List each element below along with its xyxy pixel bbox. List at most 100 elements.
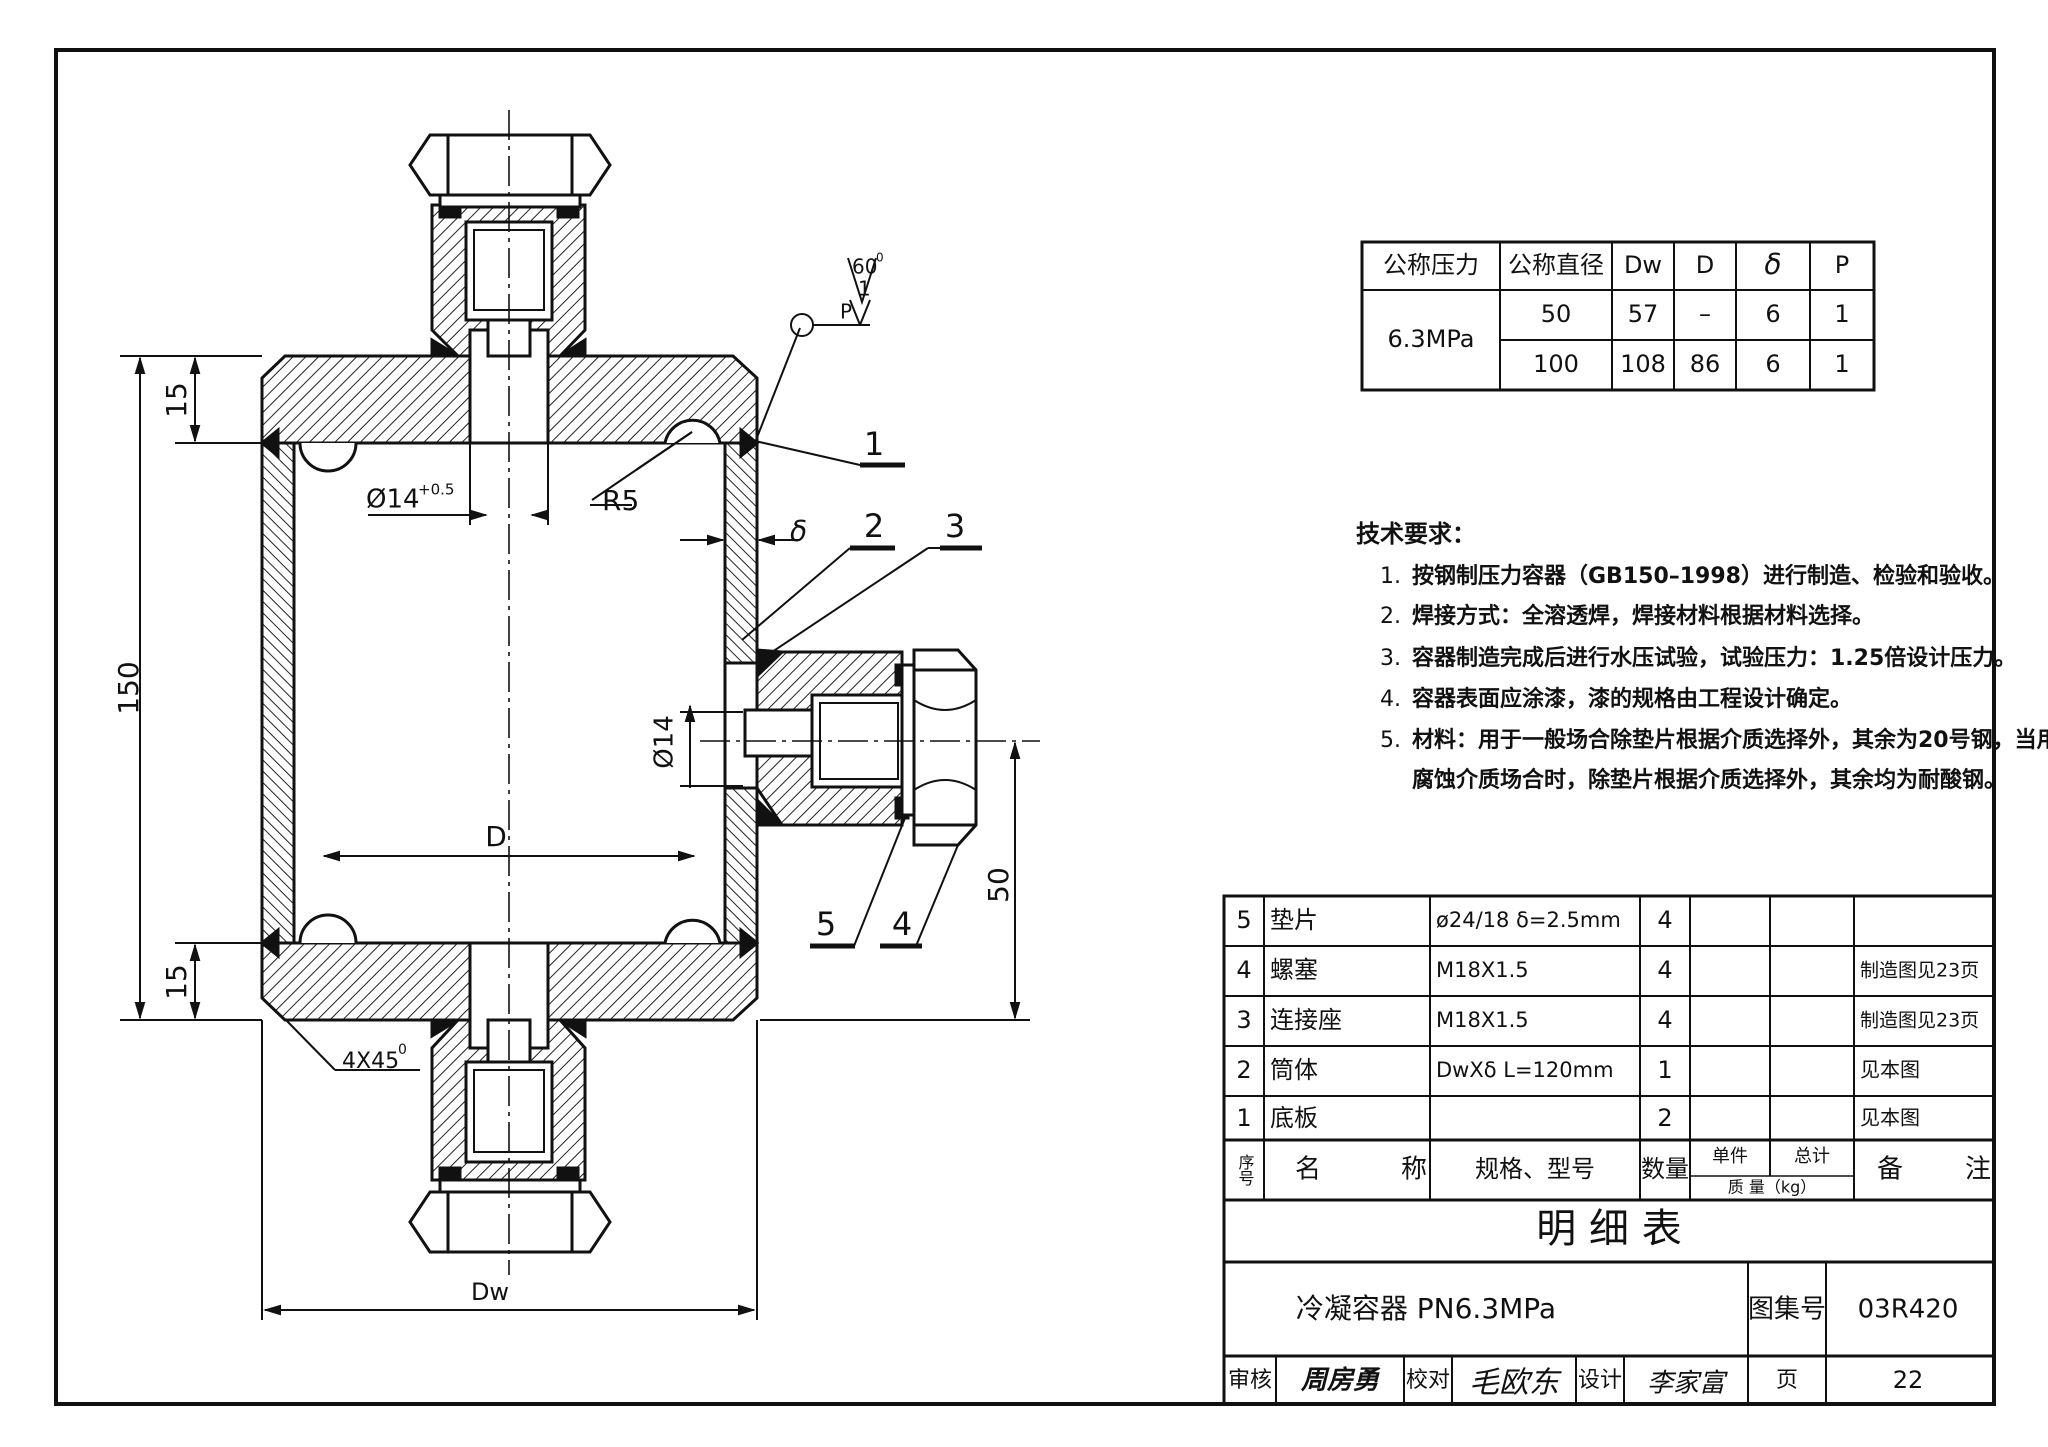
atlas-label: 图集号	[1748, 1295, 1826, 1325]
svg-text:4: 4	[1657, 906, 1672, 934]
svg-text:注: 注	[1965, 1155, 1991, 1185]
atlas-number: 03R420	[1858, 1295, 1959, 1325]
callout-2: 2	[864, 507, 884, 545]
svg-text:制造图见23页: 制造图见23页	[1860, 1010, 1979, 1032]
svg-text:DwXδ L=120mm: DwXδ L=120mm	[1436, 1058, 1614, 1082]
svg-text:57: 57	[1628, 300, 1659, 328]
svg-text:4: 4	[1657, 956, 1672, 984]
spec-row-1: 50 57 – 6 1	[1541, 300, 1850, 328]
svg-text:M18X1.5: M18X1.5	[1436, 958, 1529, 982]
bottom-plate-right	[546, 941, 759, 1022]
spec-row-2: 100 108 86 6 1	[1533, 350, 1850, 378]
svg-text:1: 1	[1236, 1104, 1251, 1132]
svg-text:100: 100	[1533, 350, 1579, 378]
svg-text:6: 6	[1765, 300, 1780, 328]
svg-text:5.: 5.	[1380, 728, 1401, 753]
svg-text:容器制造完成后进行水压试验，试验压力：1.25倍设计压力。: 容器制造完成后进行水压试验，试验压力：1.25倍设计压力。	[1412, 645, 2016, 671]
svg-text:M18X1.5: M18X1.5	[1436, 1008, 1529, 1032]
dim-bottom-thickness: 15	[160, 964, 193, 1000]
svg-text:腐蚀介质场合时，除垫片根据介质选择外，其余均为耐酸钢。: 腐蚀介质场合时，除垫片根据介质选择外，其余均为耐酸钢。	[1412, 767, 2006, 793]
spec-header-p: P	[1835, 251, 1849, 279]
page-number: 22	[1893, 1366, 1924, 1394]
dimension-lines	[120, 355, 1030, 1320]
shell-left-wall	[260, 441, 296, 945]
svg-text:名: 名	[1295, 1155, 1321, 1185]
dim-chamfer: 4X45	[342, 1049, 399, 1074]
bottom-plate	[260, 941, 472, 1022]
svg-text:2: 2	[1236, 1056, 1251, 1084]
dim-wall: δ	[790, 515, 807, 548]
spec-header-pressure: 公称压力	[1383, 251, 1479, 279]
svg-text:5: 5	[1236, 906, 1251, 934]
bottom-plug-nut	[408, 1190, 612, 1254]
svg-text:螺塞: 螺塞	[1270, 956, 1318, 984]
side-plug-nut	[912, 648, 978, 847]
svg-text:规格、型号: 规格、型号	[1475, 1155, 1595, 1183]
svg-text:底板: 底板	[1270, 1104, 1318, 1132]
svg-text:见本图: 见本图	[1860, 1058, 1920, 1082]
design-label: 设计	[1578, 1368, 1622, 1393]
dim-top-hole: Ø14	[366, 485, 420, 515]
top-plug-nut	[408, 133, 612, 197]
svg-text:焊接方式：全溶透焊，焊接材料根据材料选择。: 焊接方式：全溶透焊，焊接材料根据材料选择。	[1412, 603, 1874, 629]
svg-text:总计: 总计	[1794, 1146, 1830, 1167]
svg-text:4.: 4.	[1380, 687, 1401, 712]
design-signature: 李家富	[1647, 1369, 1728, 1399]
svg-text:1.: 1.	[1380, 564, 1401, 589]
bom-header: 序号 名 称 规格、型号 数量 单件 总计 质 量（kg） 备 注	[1236, 1146, 1992, 1197]
sheet-border	[54, 48, 1996, 1406]
top-plate-right	[546, 354, 759, 445]
svg-text:6: 6	[1765, 350, 1780, 378]
tech-title: 技术要求：	[1356, 520, 1476, 548]
svg-text:1: 1	[1834, 300, 1849, 328]
dim-side-height: 50	[982, 867, 1015, 903]
svg-text:序号: 序号	[1236, 1154, 1255, 1187]
callout-1: 1	[864, 425, 884, 463]
svg-text:材料：用于一般场合除垫片根据介质选择外，其余为20号钢，当用: 材料：用于一般场合除垫片根据介质选择外，其余为20号钢，当用于	[1412, 727, 2048, 753]
spec-header-delta: δ	[1764, 248, 1781, 281]
dim-height: 150	[112, 661, 145, 714]
dim-top-hole-tol: +0.5	[418, 481, 454, 499]
svg-text:2.: 2.	[1380, 604, 1401, 629]
drawing-title: 冷凝容器 PN6.3MPa	[1296, 1292, 1556, 1325]
svg-text:筒体: 筒体	[1270, 1056, 1318, 1084]
svg-text:4: 4	[1657, 1006, 1672, 1034]
dim-side-hole: Ø14	[650, 715, 680, 769]
spec-table	[1360, 240, 1876, 392]
svg-text:50: 50	[1541, 300, 1572, 328]
svg-text:容器表面应涂漆，漆的规格由工程设计确定。: 容器表面应涂漆，漆的规格由工程设计确定。	[1412, 686, 1852, 712]
dim-top-thickness: 15	[160, 382, 193, 418]
svg-text:1: 1	[1834, 350, 1849, 378]
weld-angle-deg: 0	[876, 251, 884, 265]
dim-chamfer-deg: 0	[398, 1042, 407, 1058]
top-plate	[260, 354, 472, 445]
dim-inner-diameter: D	[485, 820, 507, 853]
dim-radius: R5	[602, 484, 639, 517]
shell-right-wall-lower	[723, 786, 759, 945]
check-signature: 毛欧东	[1469, 1366, 1562, 1401]
svg-text:数量: 数量	[1641, 1155, 1689, 1183]
svg-text:称: 称	[1401, 1155, 1427, 1185]
weld-p: P	[840, 300, 852, 324]
review-label: 审核	[1228, 1368, 1272, 1393]
svg-text:连接座: 连接座	[1270, 1006, 1342, 1034]
svg-text:见本图: 见本图	[1860, 1106, 1920, 1130]
svg-text:108: 108	[1620, 350, 1666, 378]
dim-outer-diameter: Dw	[471, 1278, 509, 1306]
callout-leaders	[741, 299, 982, 947]
svg-text:按钢制压力容器（GB150–1998）进行制造、检验和验收。: 按钢制压力容器（GB150–1998）进行制造、检验和验收。	[1412, 563, 2005, 589]
bom-rows: 5 垫片 ø24/18 δ=2.5mm 4 4 螺塞 M18X1.5 4 制造图…	[1236, 906, 1979, 1132]
callout-5: 5	[816, 905, 836, 943]
svg-text:单件: 单件	[1712, 1146, 1748, 1167]
spec-header-d: D	[1696, 251, 1714, 279]
spec-header-diameter: 公称直径	[1508, 251, 1604, 279]
svg-text:垫片: 垫片	[1270, 906, 1318, 934]
svg-text:1: 1	[1657, 1056, 1672, 1084]
svg-text:质 量（kg）: 质 量（kg）	[1728, 1178, 1817, 1197]
svg-text:2: 2	[1657, 1104, 1672, 1132]
svg-text:ø24/18 δ=2.5mm: ø24/18 δ=2.5mm	[1436, 908, 1621, 932]
svg-text:–: –	[1699, 300, 1711, 328]
page-label: 页	[1776, 1368, 1798, 1393]
review-signature: 周房勇	[1300, 1366, 1381, 1396]
